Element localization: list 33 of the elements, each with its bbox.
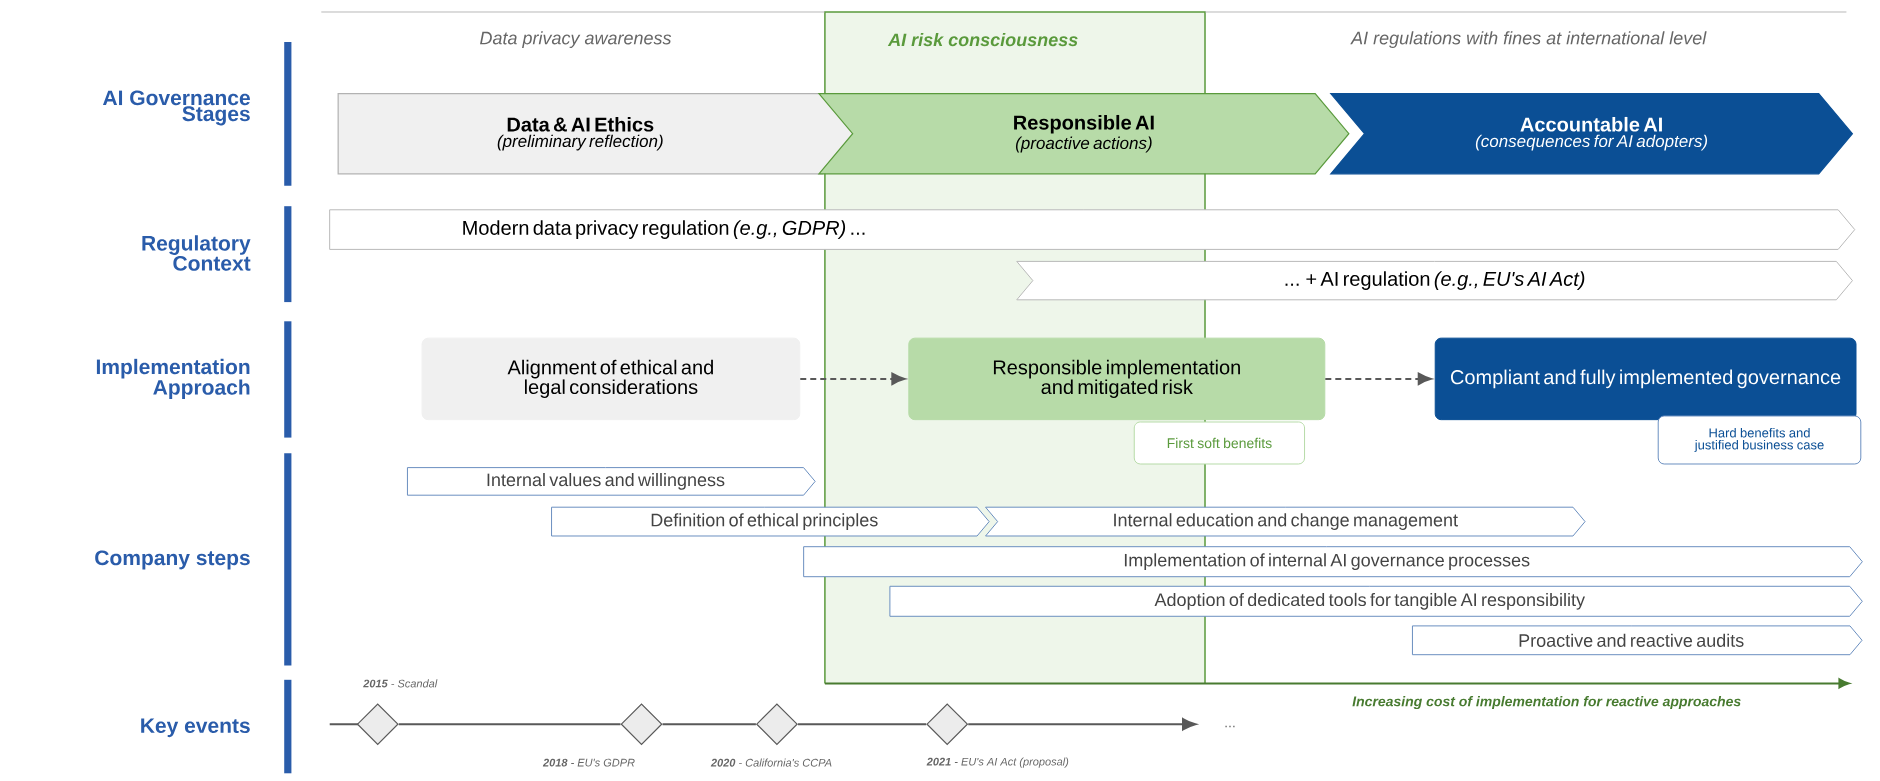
era-label: Data privacy awareness bbox=[480, 31, 672, 48]
step-tag: Proactive and reactive audits bbox=[1411, 625, 1863, 656]
row-label: Regulatory Context bbox=[142, 235, 251, 271]
event-label: 2021 - EU's AI Act (proposal) bbox=[926, 757, 1069, 768]
row-label: Key events bbox=[141, 718, 250, 738]
arrow bbox=[799, 372, 906, 386]
row-label: AI Governance Stages bbox=[103, 90, 250, 126]
benefit-box: Hard benefits and justified business case bbox=[1657, 415, 1862, 465]
step-tag: Internal values and willingness bbox=[406, 467, 816, 496]
arrow-caption: Increasing cost of implementation for reactive approaches bbox=[1352, 696, 1741, 710]
approach-box: Alignment of ethical and legal considerations bbox=[421, 337, 801, 421]
event-label: 2020 - California's CCPA bbox=[710, 758, 832, 767]
era-label: AI risk consciousness bbox=[887, 33, 1078, 47]
ellipsis: ... bbox=[1225, 725, 1235, 728]
step-tag: Definition of ethical principles bbox=[551, 506, 990, 537]
step-tag: Implementation of internal AI governance processes bbox=[803, 546, 1863, 578]
row-label: Company steps bbox=[95, 550, 250, 570]
approach-box: Responsible implementation and mitigated risk bbox=[908, 337, 1326, 421]
regulation-band: Modern data privacy regulation (e.g., GDPR) ... bbox=[329, 209, 1856, 250]
event-label: 2015 - Scandal bbox=[363, 679, 438, 688]
step-tag: Internal education and change management bbox=[985, 506, 1586, 537]
era-label: AI regulations with fines at international level bbox=[1350, 31, 1707, 48]
stage-banner: Accountable AI (consequences for AI adopters) bbox=[1329, 92, 1854, 175]
stage-banner: Data & AI Ethics (preliminary reflection) bbox=[337, 92, 857, 175]
benefit-box: First soft benefits bbox=[1133, 421, 1306, 465]
arrow bbox=[967, 718, 1197, 731]
regulation-band: ... + AI regulation (e.g., EU's AI Act) bbox=[1016, 260, 1853, 301]
arrow bbox=[1324, 372, 1432, 386]
stage-banner: Responsible AI (proactive actions) bbox=[817, 92, 1350, 175]
step-tag: Adoption of dedicated tools for tangible AI responsibility bbox=[889, 585, 1863, 617]
row-label: Implementation Approach bbox=[96, 358, 250, 399]
approach-box: Compliant and fully implemented governance bbox=[1434, 337, 1857, 421]
event-label: 2018 - EU's GDPR bbox=[542, 758, 635, 767]
